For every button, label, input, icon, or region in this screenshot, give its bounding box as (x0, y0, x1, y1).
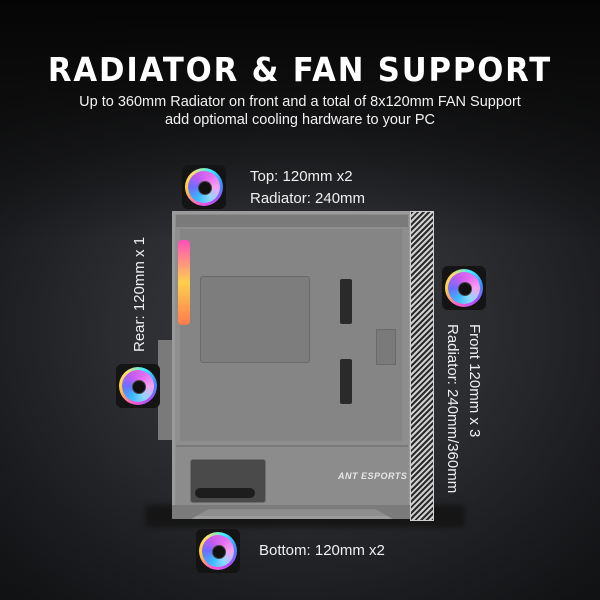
rear-bracket (158, 340, 172, 440)
page-title: RADIATOR & FAN SUPPORT (47, 50, 553, 89)
rgb-fan-icon-front (442, 266, 486, 310)
top-radiator-spec: Radiator: 240mm (250, 190, 366, 207)
top-fan-label: Top: 120mm x2 Radiator: 240mm (250, 166, 365, 210)
cpu-cutout (200, 276, 310, 363)
front-fan-label: Front 120mm x 3 (466, 324, 483, 438)
top-fan-spec: Top: 120mm x2 (250, 168, 353, 185)
front-radiator-label: Radiator: 240mm/360mm (444, 324, 461, 494)
case-top-rail (176, 215, 408, 227)
installed-rear-fan (178, 240, 190, 325)
rgb-fan-icon-rear (116, 364, 160, 408)
psu-window (190, 459, 266, 503)
psu-shroud: ANT ESPORTS (176, 445, 408, 507)
page-subtitle: Up to 360mm Radiator on front and a tota… (0, 93, 600, 129)
bottom-fan-label: Bottom: 120mm x2 (259, 542, 385, 559)
subtitle-line-2: add optiomal cooling hardware to your PC (164, 112, 435, 128)
rgb-fan-icon-top (182, 165, 226, 209)
subtitle-line-1: Up to 360mm Radiator on front and a tota… (79, 94, 521, 110)
front-mesh-panel (410, 211, 434, 521)
motherboard-tray (180, 229, 402, 441)
cable-grommet-upper (340, 279, 352, 324)
ssd-cutout (376, 329, 396, 365)
brand-logo: ANT ESPORTS (338, 471, 408, 481)
pc-case: ANT ESPORTS (172, 211, 412, 519)
cable-grommet-lower (340, 359, 352, 404)
rear-fan-label: Rear: 120mm x 1 (131, 236, 148, 352)
rgb-fan-icon-bottom (196, 529, 240, 573)
